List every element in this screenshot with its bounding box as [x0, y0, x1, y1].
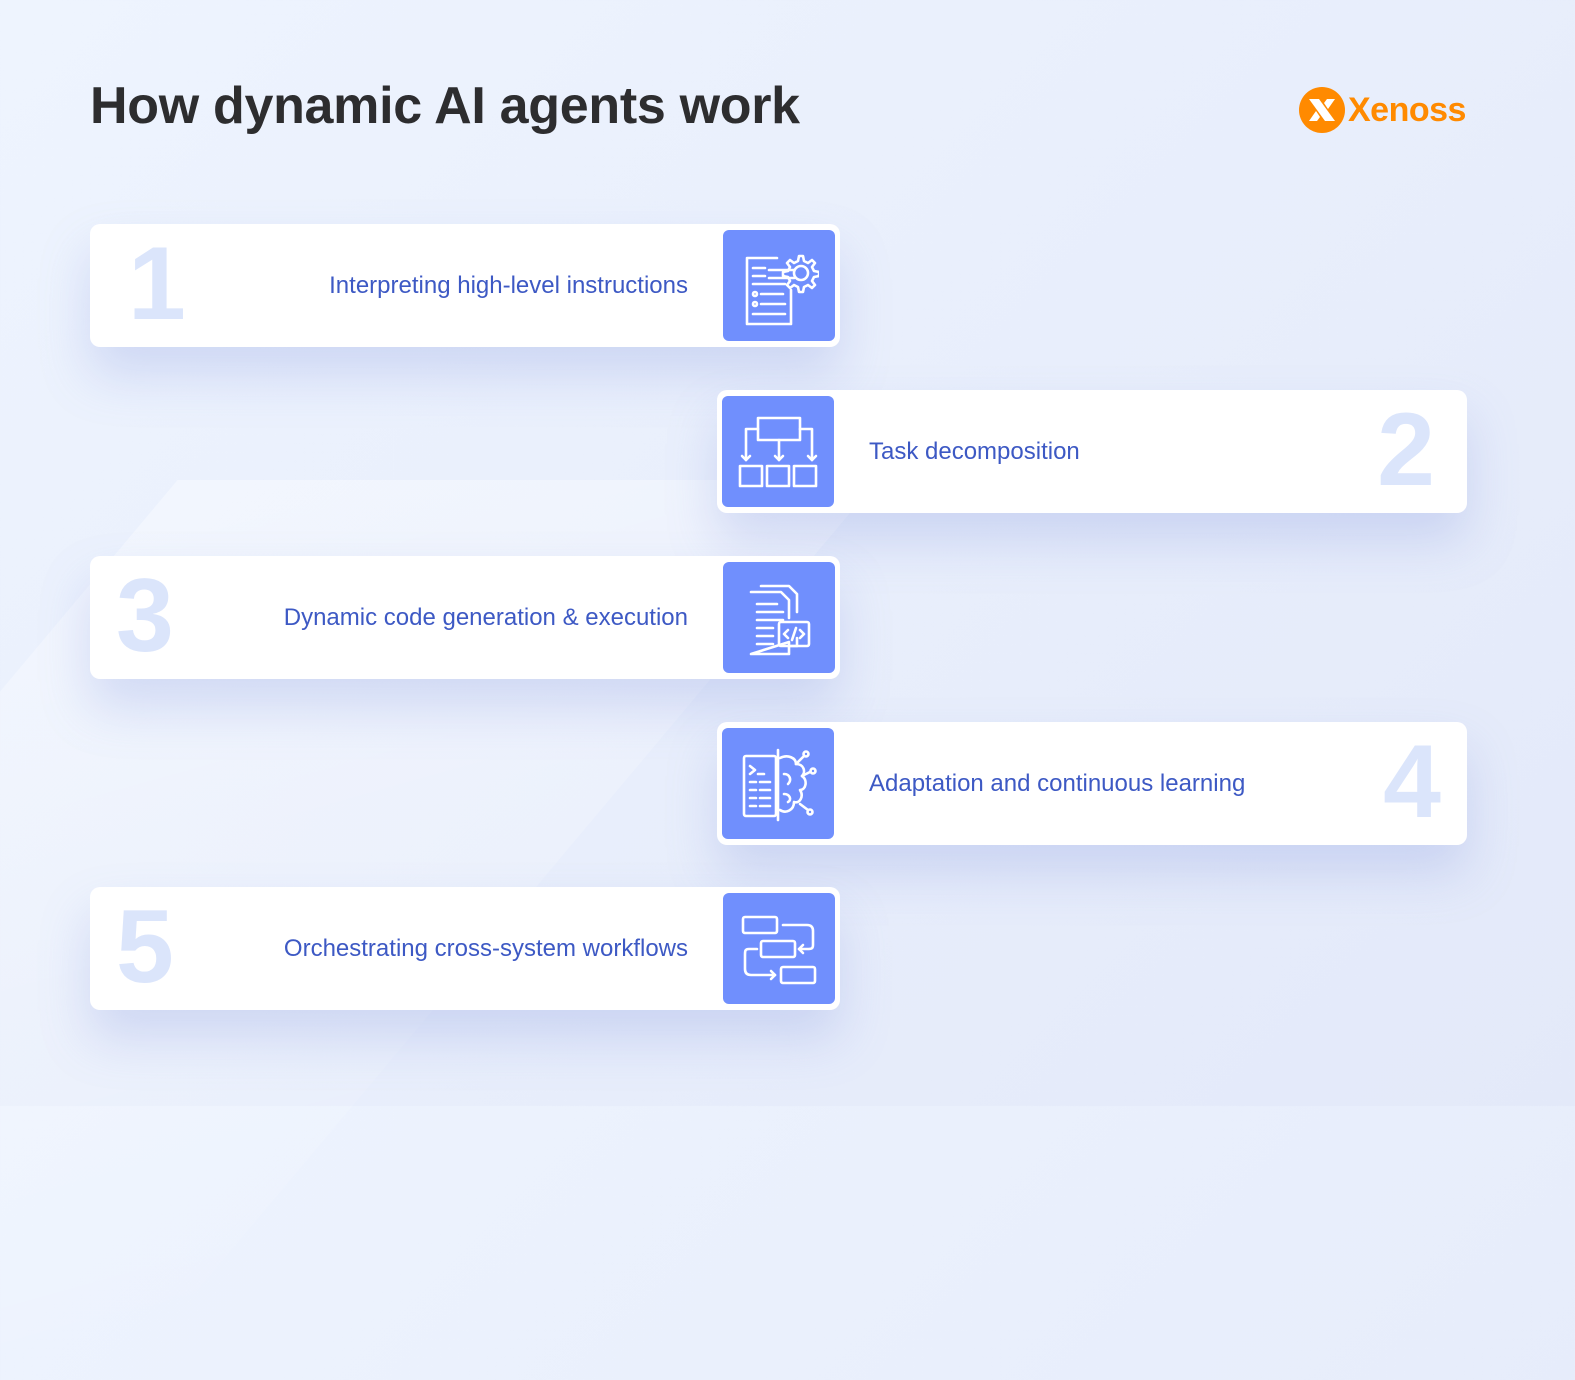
step-number: 1	[128, 226, 186, 342]
terminal-brain-icon	[742, 748, 817, 821]
step-card-2: Task decomposition 2	[717, 390, 1467, 513]
workflow-icon	[741, 915, 817, 984]
xenoss-logo: Xenoss	[1299, 87, 1466, 133]
step-label: Task decomposition	[869, 437, 1080, 465]
step-icon-box	[723, 562, 835, 673]
code-document-icon	[749, 584, 811, 655]
xenoss-logo-icon	[1299, 87, 1345, 133]
step-icon-box	[722, 728, 834, 839]
hierarchy-diagram-icon	[738, 416, 818, 487]
step-label: Dynamic code generation & execution	[283, 603, 688, 631]
step-label: Orchestrating cross-system workflows	[283, 934, 688, 962]
step-number: 4	[1383, 724, 1441, 840]
step-card-4: Adaptation and continuous learning 4	[717, 722, 1467, 845]
step-number: 2	[1377, 392, 1435, 508]
document-gear-icon	[745, 254, 819, 325]
step-label: Adaptation and continuous learning	[869, 769, 1246, 797]
step-icon-box	[723, 230, 835, 341]
step-icon-box	[722, 396, 834, 507]
step-card-5: 5 Orchestrating cross-system workflows	[90, 887, 840, 1010]
step-icon-box	[723, 893, 835, 1004]
step-card-1: 1 Interpreting high-level instructions	[90, 224, 840, 347]
step-label: Interpreting high-level instructions	[329, 271, 688, 299]
page-title: How dynamic AI agents work	[90, 77, 800, 135]
step-number: 3	[116, 558, 174, 674]
logo-text: Xenoss	[1348, 90, 1466, 129]
step-card-3: 3 Dynamic code generation & execution	[90, 556, 840, 679]
step-number: 5	[116, 889, 174, 1005]
